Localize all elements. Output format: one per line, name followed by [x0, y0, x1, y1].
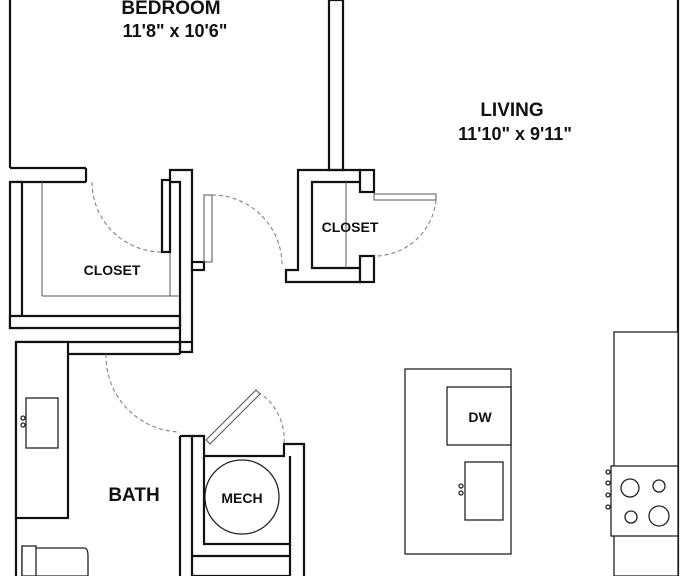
bath-sink-icon: [25, 397, 59, 449]
closet-left-label: CLOSET: [84, 262, 141, 278]
bath-label: BATH: [108, 485, 159, 506]
knob-icon: [605, 480, 611, 486]
living-dimensions: 11'10" x 9'11": [458, 124, 572, 144]
faucet-icon: [458, 490, 464, 496]
burner-icon: [620, 478, 640, 498]
right-closet-walls: [284, 168, 437, 284]
dishwasher-label: DW: [468, 409, 492, 425]
closet-right-label: CLOSET: [322, 219, 379, 235]
faucet-icon: [20, 415, 26, 421]
living-label: LIVING: [480, 100, 543, 121]
bedroom-living-wall: [327, 0, 345, 172]
range-icon: [610, 465, 679, 537]
mech-label: MECH: [221, 490, 262, 506]
toilet-tank-icon: [21, 545, 37, 576]
burner-icon: [624, 510, 638, 524]
bath-fixtures: [20, 397, 89, 576]
left-closet-walls: [8, 168, 283, 354]
water-heater-icon: [204, 459, 280, 535]
bedroom-label: BEDROOM: [121, 0, 220, 19]
kitchen-sink-icon: [464, 461, 504, 521]
mech-closet-walls: [192, 389, 306, 576]
knob-icon: [605, 504, 611, 510]
toilet-icon: [21, 547, 89, 576]
kitchen-island: [404, 368, 512, 555]
bedroom-dimensions: 11'8" x 10'6": [123, 21, 228, 41]
dishwasher-icon: [446, 386, 512, 446]
kitchen-counter: [605, 331, 679, 576]
bath-walls: [14, 340, 194, 576]
knob-icon: [605, 469, 611, 475]
faucet-icon: [458, 483, 464, 489]
faucet-icon: [20, 422, 26, 428]
burner-icon: [648, 505, 670, 527]
burner-icon: [652, 479, 666, 493]
knob-icon: [605, 492, 611, 498]
